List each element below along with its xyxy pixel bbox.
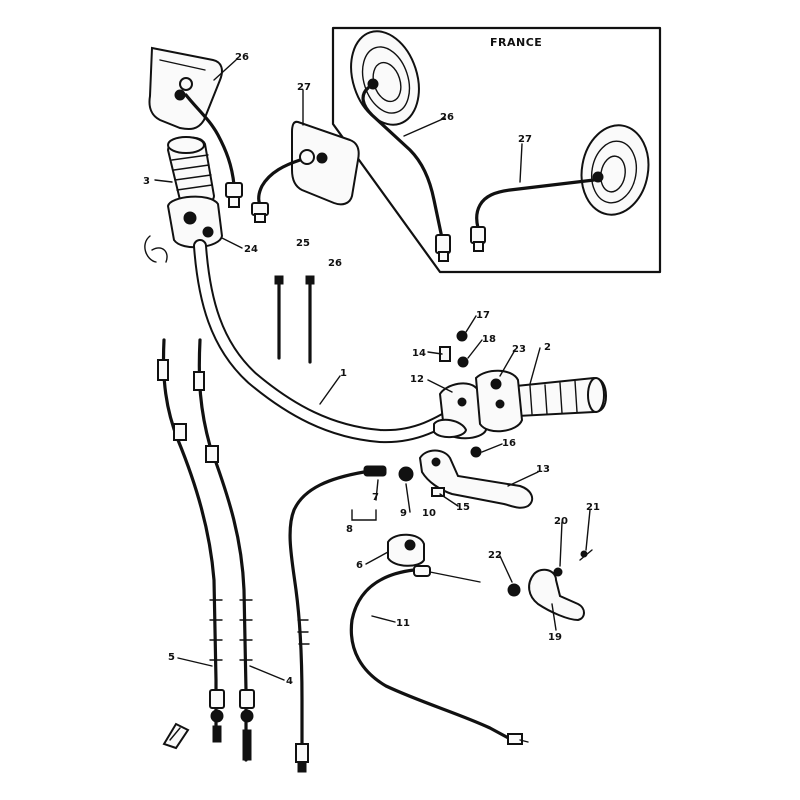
callout-26-screw: 26 <box>328 258 342 269</box>
callout-24: 24 <box>244 244 258 255</box>
screw-25 <box>274 275 284 360</box>
mirror-27-round <box>470 124 650 252</box>
switch-6 <box>387 533 425 567</box>
cable-bracket <box>162 722 190 750</box>
callout-16: 16 <box>502 438 516 449</box>
callout-23: 23 <box>512 344 526 355</box>
callout-13: 13 <box>536 464 550 475</box>
callout-27-france: 27 <box>518 134 532 145</box>
callout-3: 3 <box>143 176 150 187</box>
callout-11: 11 <box>396 618 410 629</box>
callout-12: 12 <box>410 374 424 385</box>
callout-4: 4 <box>286 676 293 687</box>
callout-5: 5 <box>168 652 175 663</box>
right-grip-2 <box>514 376 608 418</box>
handlebar-1 <box>193 239 477 444</box>
callout-26-left: 26 <box>235 52 249 63</box>
france-inset: FRANCE <box>331 26 662 274</box>
mirror-26-rectangular <box>148 46 243 208</box>
clutch-cable <box>288 470 366 773</box>
callout-14: 14 <box>412 348 426 359</box>
switch-housing-24 <box>144 195 224 263</box>
callout-21: 21 <box>586 502 600 513</box>
screw-26 <box>305 275 315 364</box>
cable-5 <box>157 338 225 743</box>
cable-4 <box>193 338 255 762</box>
lever-holder-12 <box>433 382 488 440</box>
callout-1: 1 <box>340 368 347 379</box>
callout-25: 25 <box>296 238 310 249</box>
france-inset-title: FRANCE <box>490 36 542 49</box>
callout-8: 8 <box>346 524 353 535</box>
callout-6: 6 <box>356 560 363 571</box>
callout-19: 19 <box>548 632 562 643</box>
callout-20: 20 <box>554 516 568 527</box>
cable-11 <box>349 565 529 745</box>
callout-15: 15 <box>456 502 470 513</box>
callout-2: 2 <box>544 342 551 353</box>
france-inset-frame <box>331 26 662 274</box>
callout-27-left: 27 <box>297 82 311 93</box>
adjuster-parts-7-9-10 <box>363 465 445 497</box>
callout-18: 18 <box>482 334 496 345</box>
brake-lever-19 <box>507 549 593 622</box>
callout-7: 7 <box>372 492 379 503</box>
callout-numbers: 26 27 3 24 26 27 25 26 1 2 23 17 18 14 1… <box>143 52 600 687</box>
mirror-26-round <box>350 30 451 262</box>
small-hardware-14-17-18 <box>439 330 482 458</box>
callout-22: 22 <box>488 550 502 561</box>
callout-26-france: 26 <box>440 112 454 123</box>
clutch-lever-13 <box>418 449 534 509</box>
callout-10: 10 <box>422 508 436 519</box>
callout-17: 17 <box>476 310 490 321</box>
leader-lines <box>154 59 591 681</box>
mirror-27-rectangular <box>251 120 360 223</box>
callout-9: 9 <box>400 508 407 519</box>
switch-housing-23 <box>474 369 524 433</box>
